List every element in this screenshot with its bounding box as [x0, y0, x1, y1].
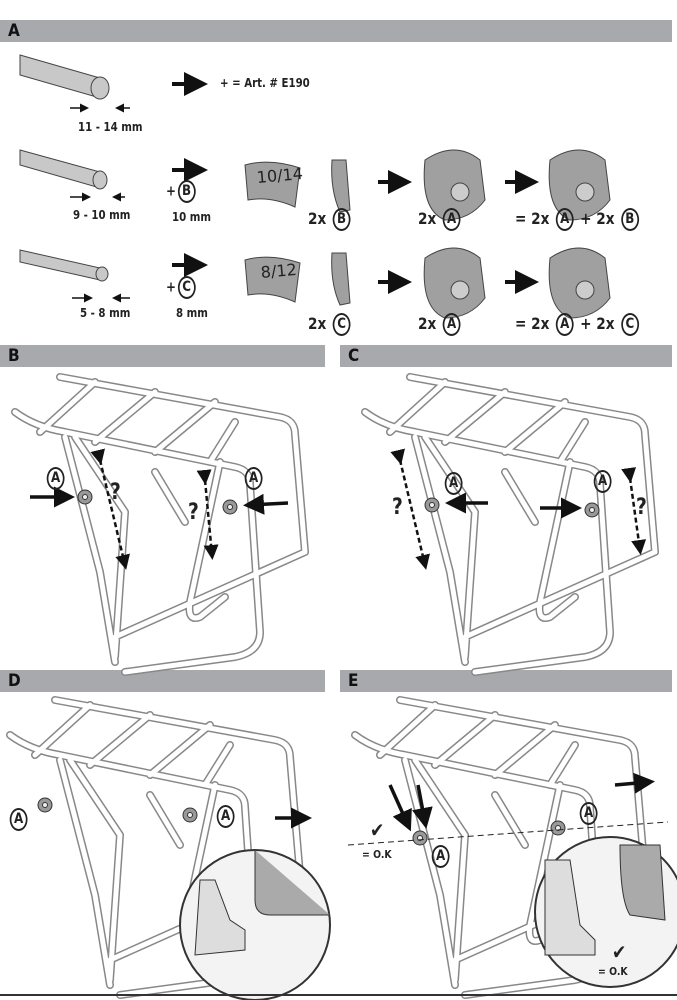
- rack-c: [365, 377, 655, 672]
- qty-a-row3: 2x A: [418, 313, 462, 336]
- part-b-badge: B: [332, 208, 351, 231]
- plus-text: + 2x: [580, 314, 615, 333]
- part-a-badge: A: [555, 313, 574, 336]
- parts-row3: [244, 247, 611, 319]
- size-label-row1: 11 - 14 mm: [78, 120, 143, 134]
- part-b-size: 10 mm: [172, 210, 212, 224]
- qty-a-row2: 2x A: [418, 208, 462, 231]
- part-a-badge: A: [442, 208, 461, 231]
- qty-text: 2x: [308, 209, 327, 228]
- clamp-a-badge: A: [46, 467, 65, 490]
- clamp-a-badge: A: [579, 802, 598, 825]
- qty-text: 2x: [418, 209, 437, 228]
- size-label-row3: 5 - 8 mm: [80, 306, 131, 320]
- plus-text: + 2x: [580, 209, 615, 228]
- check-icon: ✔: [612, 940, 627, 964]
- plus-part-c: +C: [166, 276, 197, 299]
- parts-row2: [244, 149, 611, 221]
- part-a-badge: A: [555, 208, 574, 231]
- section-e-label: E: [348, 671, 359, 691]
- qty-c: 2x C: [308, 313, 352, 336]
- plus-sign: +: [166, 183, 176, 200]
- result-row3: = 2x A + 2x C: [515, 313, 640, 336]
- clamp-a-badge: A: [593, 470, 612, 493]
- insert-label-b: 10/14: [256, 163, 304, 187]
- qty-text: 2x: [418, 314, 437, 333]
- section-b-label: B: [8, 346, 20, 366]
- rack-b: [15, 377, 305, 672]
- eq-text: = 2x: [515, 209, 550, 228]
- part-c-size: 8 mm: [176, 306, 208, 320]
- check-icon: ✔: [370, 818, 385, 842]
- insert-label-c: 8/12: [260, 259, 298, 282]
- question-mark: ?: [392, 495, 403, 520]
- qty-b: 2x B: [308, 208, 352, 231]
- magnifier-e: [534, 836, 677, 988]
- plus-sign: +: [166, 279, 176, 296]
- ok-label: = O.K: [362, 848, 392, 861]
- question-mark: ?: [636, 495, 647, 520]
- part-b-badge: B: [620, 208, 639, 231]
- question-mark: ?: [188, 500, 199, 525]
- magnifier-d: [179, 849, 331, 1000]
- rod-large: [19, 54, 110, 100]
- section-e-header: E: [340, 670, 672, 692]
- section-c-label: C: [348, 346, 360, 366]
- size-label-row2: 9 - 10 mm: [73, 208, 131, 222]
- clamp-a-badge: A: [444, 472, 463, 495]
- section-a-header: A: [0, 20, 672, 42]
- clamp-a-badge: A: [431, 845, 450, 868]
- section-d-header: D: [0, 670, 325, 692]
- eq-text: = 2x: [515, 314, 550, 333]
- section-d-label: D: [8, 671, 21, 691]
- part-a-badge: A: [442, 313, 461, 336]
- arrows-a: [172, 72, 539, 294]
- rod-medium: [19, 149, 108, 190]
- ok-label: = O.K: [598, 965, 628, 978]
- section-a-label: A: [8, 21, 20, 41]
- clamp-a-badge: A: [9, 808, 28, 831]
- result-row2: = 2x A + 2x B: [515, 208, 640, 231]
- part-c-badge: C: [332, 313, 351, 336]
- qty-text: 2x: [308, 314, 327, 333]
- part-c-badge: C: [177, 276, 196, 299]
- part-b-badge: B: [177, 180, 196, 203]
- section-c-header: C: [340, 345, 672, 367]
- clamp-a-badge: A: [216, 805, 235, 828]
- article-note: + = Art. # E190: [220, 76, 310, 90]
- section-b-header: B: [0, 345, 325, 367]
- question-mark: ?: [110, 480, 121, 505]
- rod-small: [19, 249, 109, 282]
- part-c-badge: C: [620, 313, 639, 336]
- clamp-a-badge: A: [244, 467, 263, 490]
- plus-part-b: +B: [166, 180, 197, 203]
